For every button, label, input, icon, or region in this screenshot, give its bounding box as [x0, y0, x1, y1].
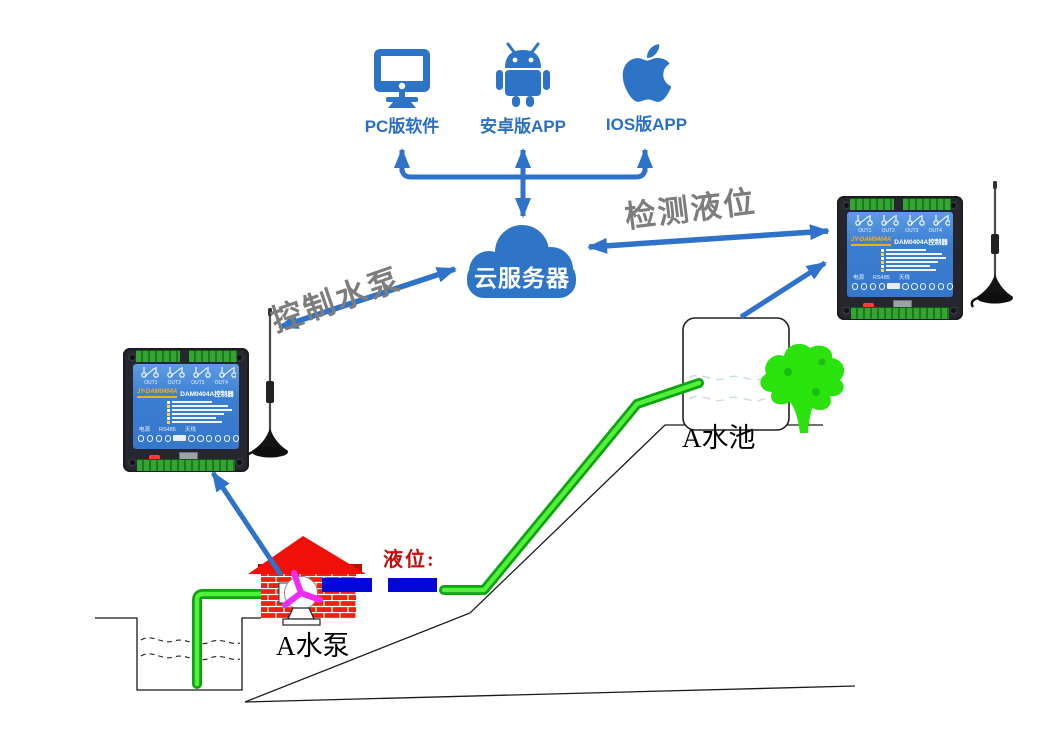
out3-label: OUT3 [191, 380, 205, 386]
out2-label: OUT2 [881, 228, 895, 234]
tree [760, 343, 845, 433]
device-front-panel: OUT1 OUT2 OUT3 OUT4 JY-DAM0404A DAM0404A… [133, 364, 239, 449]
terminal-circles [852, 283, 953, 290]
client-pc-label: PC版软件 [364, 117, 440, 136]
out1-label: OUT1 [144, 380, 158, 386]
terminal-block-top [136, 350, 180, 362]
output-labels: OUT1 OUT2 OUT3 OUT4 [133, 381, 239, 386]
arrow-detect-level [587, 224, 830, 254]
power-port-label: 电源 [853, 275, 865, 281]
water-pipe [192, 378, 704, 689]
client-android-label: 安卓版APP [480, 117, 566, 136]
port-labels: 电源 RS485 天线 [139, 427, 239, 433]
terminal-block-bottom [851, 307, 949, 319]
screw-hole [235, 458, 244, 467]
out3-label: OUT3 [905, 228, 919, 234]
pump-impeller [282, 570, 323, 608]
device-brand: JY-DAM0404A [137, 389, 178, 398]
client-ios: IOS版APP [599, 40, 694, 135]
arrow-tank-to-module [739, 260, 827, 320]
antenna-left [245, 308, 288, 462]
screw-hole [842, 306, 851, 315]
terminal-block-top [850, 198, 894, 210]
terminal-block-top [903, 198, 951, 210]
pump-house [248, 536, 366, 626]
tank-label: A水池 [682, 423, 756, 453]
out2-label: OUT2 [167, 380, 181, 386]
cloud-server-shape [467, 225, 576, 298]
screw-hole [128, 458, 137, 467]
out1-label: OUT1 [858, 228, 872, 234]
arrow-house-to-module [210, 471, 284, 577]
device-model: DAM0404A控制器 [894, 239, 948, 246]
controller-module-right: OUT1 OUT2 OUT3 OUT4 JY-DAM0404A DAM0404A… [837, 196, 963, 320]
spec-lines [167, 400, 239, 424]
pc-monitor-icon [374, 49, 430, 108]
level-sensor-bars [322, 578, 437, 592]
out4-label: OUT4 [214, 380, 228, 386]
cloud-server-label: 云服务器 [474, 265, 570, 291]
power-port-label: 电源 [139, 427, 151, 433]
well-water-waves [140, 637, 241, 661]
terminal-block-top [189, 350, 237, 362]
roof [248, 536, 366, 574]
level-label: 液位: [383, 549, 436, 571]
device-brand: JY-DAM0404A [851, 237, 892, 246]
pump-label: A水泵 [276, 631, 350, 661]
port-labels: 电源 RS485 天线 [853, 275, 953, 281]
arrow-control-pump [278, 266, 457, 330]
client-pc: PC版软件 [352, 46, 452, 137]
screw-hole [949, 306, 958, 315]
antenna-right [970, 181, 1013, 308]
screw-hole [128, 353, 137, 362]
antenna-port-label: 天线 [184, 427, 196, 433]
pump-pedestal [287, 607, 315, 620]
android-icon [496, 42, 550, 107]
screw-hole [842, 201, 851, 210]
client-android: 安卓版APP [473, 42, 573, 137]
rs485-port-label: RS485 [159, 427, 176, 433]
device-model: DAM0404A控制器 [180, 391, 234, 398]
out4-label: OUT4 [928, 228, 942, 234]
spec-lines [881, 248, 953, 272]
rs485-port-label: RS485 [873, 275, 890, 281]
controller-module-left: OUT1 OUT2 OUT3 OUT4 JY-DAM0404A DAM0404A… [123, 348, 249, 472]
connection-arrows [210, 148, 830, 577]
screw-hole [949, 201, 958, 210]
client-ios-label: IOS版APP [605, 115, 688, 134]
output-labels: OUT1 OUT2 OUT3 OUT4 [847, 229, 953, 234]
apple-icon [622, 44, 671, 102]
device-front-panel: OUT1 OUT2 OUT3 OUT4 JY-DAM0404A DAM0404A… [847, 212, 953, 297]
relay-symbols [141, 367, 236, 378]
screw-hole [235, 353, 244, 362]
relay-symbols [855, 215, 950, 226]
terminal-circles [138, 435, 239, 442]
terminal-block-bottom [137, 459, 235, 471]
antenna-port-label: 天线 [898, 275, 910, 281]
pump-base-plate [282, 618, 321, 626]
